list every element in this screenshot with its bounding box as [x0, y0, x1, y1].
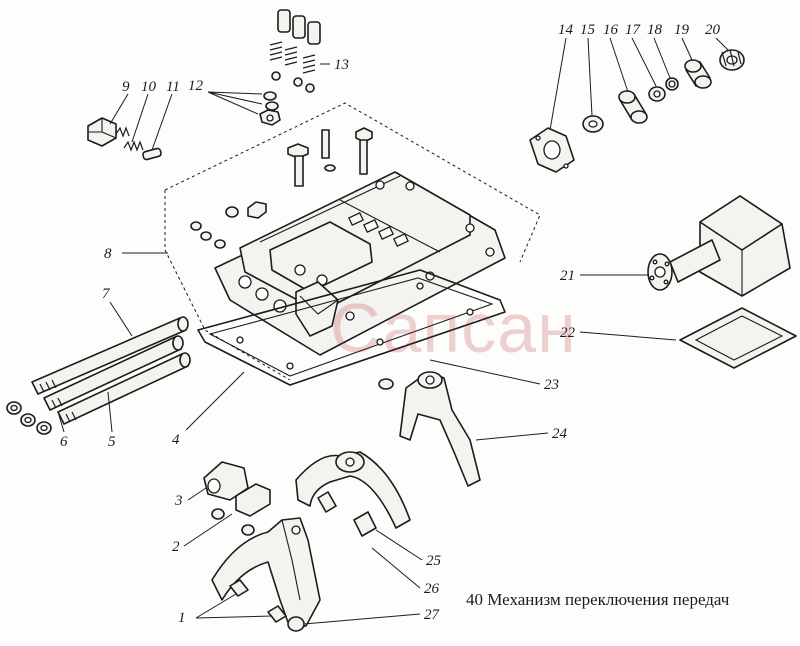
part-6-nuts — [6, 401, 52, 435]
label-12: 12 — [188, 78, 204, 94]
part-21-side-cover — [647, 195, 791, 297]
part-15-washer — [582, 115, 604, 133]
part-11-pin — [142, 147, 162, 161]
label-17: 17 — [625, 22, 642, 38]
leader-lines — [57, 37, 729, 625]
cover-bolts — [287, 127, 373, 187]
part-16-bushing — [618, 90, 648, 124]
label-3: 3 — [174, 493, 183, 509]
part-24-shift-fork — [399, 371, 481, 487]
label-1: 1 — [178, 610, 186, 626]
part-3-lug — [203, 461, 249, 501]
label-19: 19 — [674, 22, 690, 38]
callout-labels: 9 10 11 12 13 14 15 16 17 18 19 20 8 7 6… — [60, 22, 721, 626]
part-1-lugs — [229, 579, 287, 623]
part-2-lug — [211, 483, 271, 536]
part-9-fitting — [87, 117, 130, 147]
part-22-gasket — [679, 307, 797, 369]
label-7: 7 — [102, 286, 111, 302]
label-22: 22 — [560, 325, 576, 341]
part-10-spring — [123, 140, 144, 152]
part-4-gasket — [197, 269, 506, 386]
part-5-shift-rail — [43, 335, 191, 425]
label-13: 13 — [334, 57, 349, 73]
label-16: 16 — [603, 22, 619, 38]
part-12-balls — [259, 91, 281, 126]
part-20-seal — [719, 49, 745, 71]
part-7-shift-rail — [31, 316, 189, 395]
part-25-shift-fork — [295, 451, 411, 537]
label-24: 24 — [552, 426, 568, 442]
part-17-ring — [648, 86, 666, 102]
label-20: 20 — [705, 22, 721, 38]
label-8: 8 — [104, 246, 112, 262]
explode-frame — [164, 102, 541, 381]
part-19-bearing — [684, 59, 712, 89]
label-5: 5 — [108, 434, 116, 450]
label-14: 14 — [558, 22, 574, 38]
part-13-plugs-springs — [269, 9, 321, 93]
label-26: 26 — [424, 581, 440, 597]
part-14-flange-gasket — [529, 127, 575, 173]
label-25: 25 — [426, 553, 442, 569]
label-15: 15 — [580, 22, 596, 38]
label-27: 27 — [424, 607, 441, 623]
label-18: 18 — [647, 22, 663, 38]
label-21: 21 — [560, 268, 575, 284]
housing-nuts — [190, 201, 267, 249]
label-2: 2 — [172, 539, 180, 555]
label-11: 11 — [166, 79, 180, 95]
label-10: 10 — [141, 79, 157, 95]
figure-caption: 40 Механизм переключения передач — [466, 590, 730, 609]
label-6: 6 — [60, 434, 68, 450]
part-23-bolt — [378, 378, 394, 390]
label-4: 4 — [172, 432, 180, 448]
part-18-ring — [665, 77, 679, 91]
part-26-shift-fork — [211, 517, 321, 632]
label-9: 9 — [122, 79, 130, 95]
label-23: 23 — [544, 377, 559, 393]
